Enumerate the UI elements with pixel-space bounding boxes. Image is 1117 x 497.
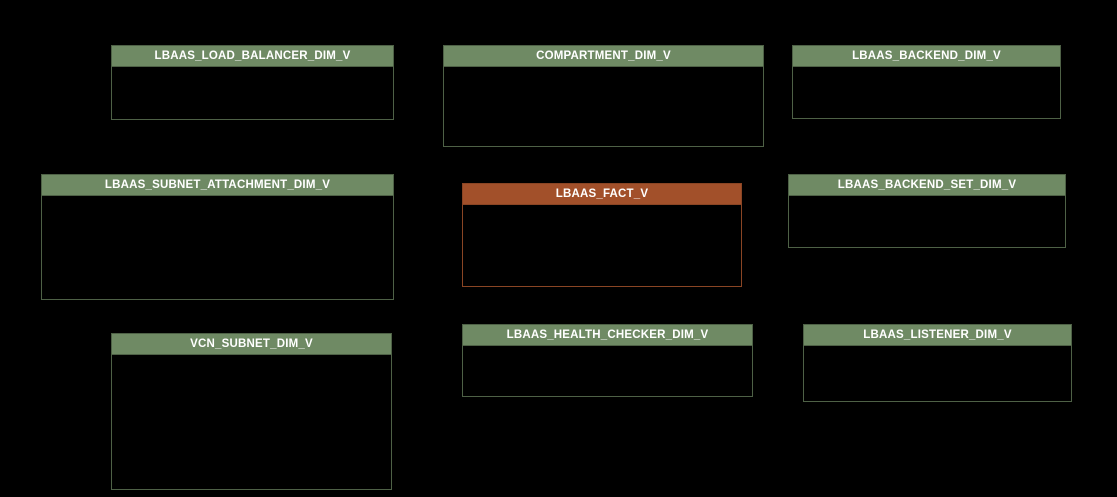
entity-title: LBAAS_LISTENER_DIM_V [804,325,1071,346]
entity-column-list [42,196,393,299]
entity-title: LBAAS_HEALTH_CHECKER_DIM_V [463,325,752,346]
entity-column-list [444,67,763,146]
entity-column-list [793,67,1060,118]
entity-compartment-dim-v[interactable]: COMPARTMENT_DIM_V [443,45,764,147]
entity-title: LBAAS_BACKEND_SET_DIM_V [789,175,1065,196]
entity-column-list [463,346,752,396]
entity-lbaas-load-balancer-dim-v[interactable]: LBAAS_LOAD_BALANCER_DIM_V [111,45,394,120]
entity-lbaas-backend-set-dim-v[interactable]: LBAAS_BACKEND_SET_DIM_V [788,174,1066,248]
entity-lbaas-fact-v[interactable]: LBAAS_FACT_V [462,183,742,287]
entity-lbaas-listener-dim-v[interactable]: LBAAS_LISTENER_DIM_V [803,324,1072,402]
entity-lbaas-backend-dim-v[interactable]: LBAAS_BACKEND_DIM_V [792,45,1061,119]
entity-title: COMPARTMENT_DIM_V [444,46,763,67]
entity-title: LBAAS_FACT_V [463,184,741,205]
entity-column-list [112,67,393,119]
entity-column-list [463,205,741,286]
entity-column-list [112,355,391,489]
entity-column-list [789,196,1065,247]
entity-title: VCN_SUBNET_DIM_V [112,334,391,355]
entity-column-list [804,346,1071,401]
entity-lbaas-health-checker-dim-v[interactable]: LBAAS_HEALTH_CHECKER_DIM_V [462,324,753,397]
entity-vcn-subnet-dim-v[interactable]: VCN_SUBNET_DIM_V [111,333,392,490]
entity-title: LBAAS_LOAD_BALANCER_DIM_V [112,46,393,67]
entity-lbaas-subnet-attachment-dim-v[interactable]: LBAAS_SUBNET_ATTACHMENT_DIM_V [41,174,394,300]
entity-title: LBAAS_SUBNET_ATTACHMENT_DIM_V [42,175,393,196]
entity-title: LBAAS_BACKEND_DIM_V [793,46,1060,67]
